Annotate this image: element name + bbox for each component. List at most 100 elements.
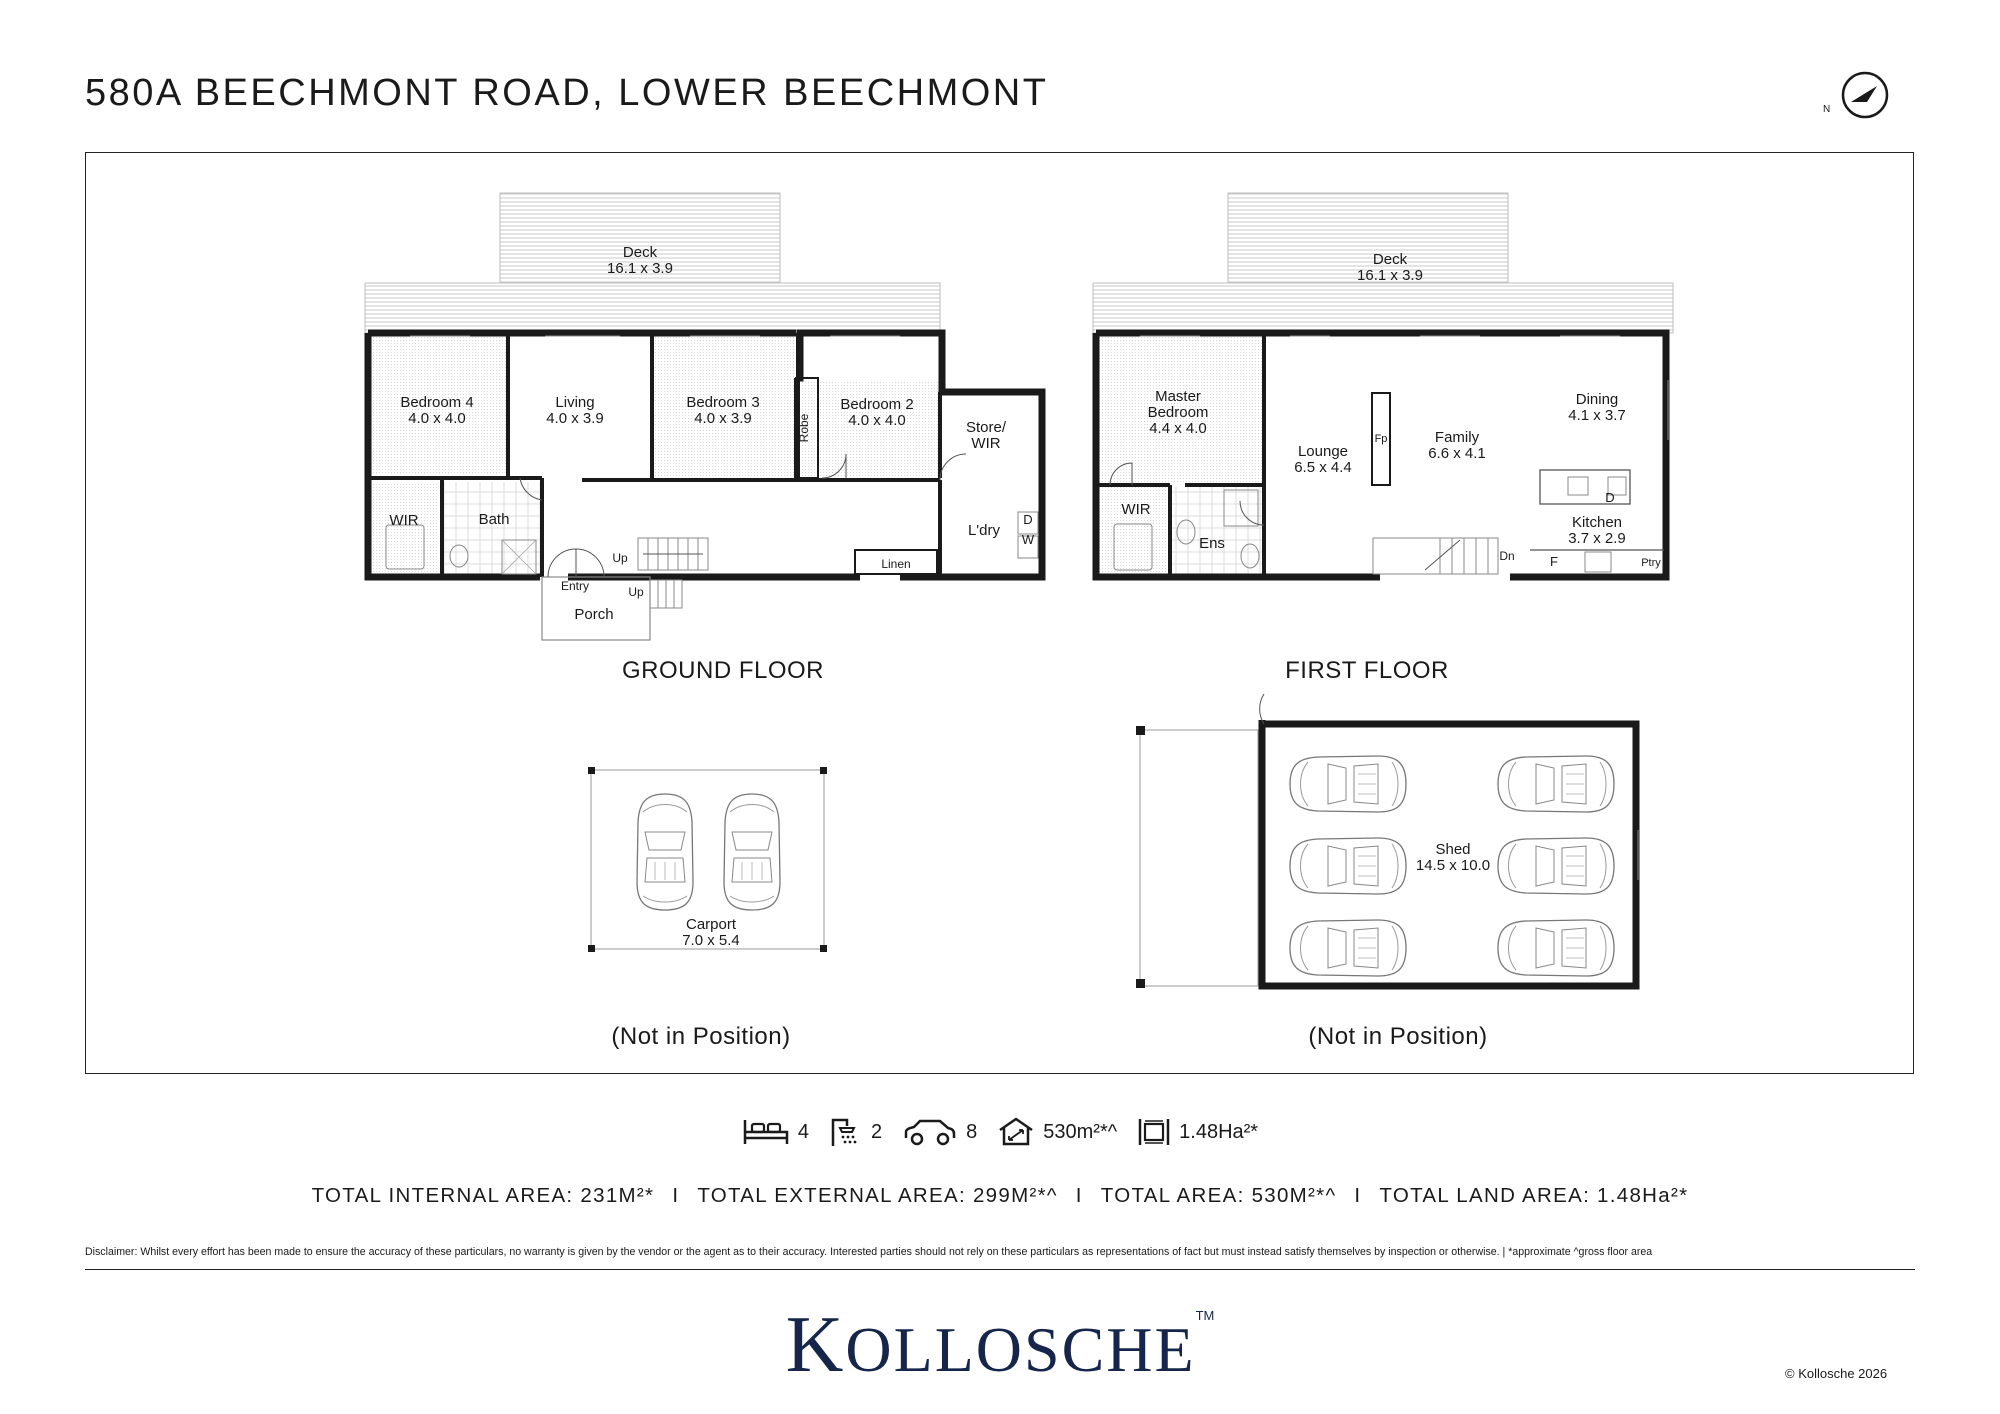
- gf-deck-name: Deck: [623, 244, 658, 261]
- carport-name: Carport: [686, 916, 737, 933]
- gf-stairs: [637, 537, 709, 571]
- ff-stairs: [1372, 537, 1499, 575]
- bed-icon: [743, 1120, 789, 1144]
- ff-fireplace: [1371, 392, 1391, 486]
- total-land-area: TOTAL LAND AREA: 1.48Ha²*: [1379, 1184, 1689, 1207]
- ff-dining-name: Dining: [1576, 391, 1619, 408]
- north-arrow-icon: N: [1823, 71, 1889, 119]
- shed-walls: [1258, 720, 1640, 990]
- stat-cars: 8: [902, 1116, 977, 1148]
- shed-car-4-icon: [1497, 755, 1615, 813]
- ff-master-floor: [1096, 336, 1262, 483]
- shed-car-6-icon: [1497, 919, 1615, 977]
- ground-floor-heading: GROUND FLOOR: [622, 657, 824, 684]
- totals-separator-3: I: [1354, 1184, 1362, 1207]
- gf-entry-door: [547, 548, 577, 578]
- carport-car-1-icon: [636, 793, 694, 911]
- ff-ens-floor: [1172, 487, 1266, 574]
- shed-car-5-icon: [1497, 837, 1615, 895]
- gf-bed3-name: Bedroom 3: [686, 394, 759, 411]
- land-area-icon: [1138, 1119, 1170, 1145]
- gf-robe: [795, 377, 819, 479]
- ff-interior-walls: [1096, 333, 1266, 577]
- ff-deck-dims: 16.1 x 3.9: [1357, 267, 1423, 284]
- gf-up-label-1: Up: [612, 551, 628, 565]
- ff-pantry-label: Ptry: [1641, 557, 1661, 569]
- carport-car-2-icon: [723, 793, 781, 911]
- gf-bed2-dims: 4.0 x 4.0: [848, 412, 906, 429]
- stat-bathrooms: 2: [829, 1116, 882, 1148]
- plan-frame: [85, 152, 1914, 1074]
- ff-fridge-label: F: [1550, 554, 1558, 569]
- footer-divider: [85, 1269, 1915, 1270]
- gf-wir-label: WIR: [389, 512, 418, 529]
- shed-car-3-icon: [1289, 919, 1407, 977]
- ff-fireplace-label: Fp: [1375, 433, 1388, 445]
- first-floor-heading: FIRST FLOOR: [1285, 657, 1449, 684]
- ff-dn-label: Dn: [1499, 549, 1514, 563]
- area-totals: TOTAL INTERNAL AREA: 231M²* I TOTAL EXTERN…: [0, 1184, 2000, 1208]
- floor-area-value: 530m²*^: [1043, 1120, 1118, 1143]
- logo-initial: K: [785, 1301, 846, 1389]
- shed-plan: [1136, 693, 1640, 990]
- ff-wir-floor: [1096, 487, 1168, 574]
- gf-entry-label: Entry: [561, 579, 589, 593]
- shower-icon: [831, 1118, 857, 1146]
- ff-dining-dims: 4.1 x 3.7: [1568, 407, 1626, 424]
- gf-bed4-floor: [368, 336, 506, 474]
- gf-ldry-label: L'dry: [968, 522, 1001, 539]
- gf-porch-label: Porch: [574, 606, 613, 623]
- gf-dryer-label: D: [1023, 512, 1032, 527]
- gf-up-label-2: Up: [628, 585, 644, 599]
- gf-bath-label: Bath: [479, 511, 510, 528]
- property-stats: 4 2 8 530m²*^ 1.48Ha²*: [0, 1112, 2000, 1152]
- gf-robe-label: Robe: [797, 413, 811, 442]
- gf-washer-label: W: [1022, 532, 1035, 547]
- first-floor-plan: [1092, 192, 1674, 581]
- copyright-text: © Kollosche 2026: [1785, 1366, 1888, 1381]
- gf-store-line2: WIR: [971, 435, 1000, 452]
- ff-master-line1: Master: [1155, 388, 1201, 405]
- gf-wir-floor: [368, 482, 438, 574]
- carport-dims: 7.0 x 5.4: [682, 932, 740, 949]
- north-label: N: [1823, 104, 1830, 115]
- carport-not-in-position: (Not in Position): [611, 1023, 790, 1050]
- gf-porch-steps: [649, 579, 683, 609]
- totals-separator-1: I: [672, 1184, 680, 1207]
- ff-lounge-name: Lounge: [1298, 443, 1348, 460]
- total-internal-area: TOTAL INTERNAL AREA: 231M²*: [311, 1184, 655, 1207]
- ff-lounge-dims: 6.5 x 4.4: [1294, 459, 1352, 476]
- carport-plan: [588, 767, 827, 952]
- page-title: 580A BEECHMONT ROAD, LOWER BEECHMONT: [85, 72, 1049, 114]
- gf-deck-lower: [364, 282, 941, 334]
- ff-kitchen-name: Kitchen: [1572, 514, 1622, 531]
- gf-linen: [854, 549, 938, 575]
- gf-bed3-dims: 4.0 x 3.9: [694, 410, 752, 427]
- ff-ens-label: Ens: [1199, 535, 1225, 552]
- car-icon: [904, 1119, 956, 1146]
- ff-deck-name: Deck: [1373, 251, 1408, 268]
- total-external-area: TOTAL EXTERNAL AREA: 299M²*^: [697, 1184, 1058, 1207]
- gf-bed2-name: Bedroom 2: [840, 396, 913, 413]
- land-area-value: 1.48Ha²*: [1179, 1120, 1259, 1143]
- logo-trademark: TM: [1195, 1308, 1215, 1323]
- house-area-icon: [999, 1117, 1033, 1146]
- stat-bedrooms: 4: [742, 1116, 809, 1148]
- ff-wir-label: WIR: [1121, 501, 1150, 518]
- shed-car-2-icon: [1289, 837, 1407, 895]
- ff-kitchen-dims: 3.7 x 2.9: [1568, 530, 1626, 547]
- bathrooms-count: 2: [871, 1120, 883, 1143]
- disclaimer-text: Disclaimer: Whilst every effort has been…: [85, 1246, 1653, 1258]
- shed-lean-to: [1139, 729, 1259, 987]
- gf-bed2-floor: [800, 380, 940, 478]
- ff-master-dims: 4.4 x 4.0: [1149, 420, 1207, 437]
- stat-land-area: 1.48Ha²*: [1137, 1116, 1258, 1148]
- logo-rest: OLLOSCHE: [845, 1314, 1196, 1385]
- gf-store-line1: Store/: [966, 419, 1007, 436]
- ff-deck-lower: [1092, 282, 1674, 334]
- cars-count: 8: [966, 1120, 978, 1143]
- gf-bed4-dims: 4.0 x 4.0: [408, 410, 466, 427]
- gf-living-dims: 4.0 x 3.9: [546, 410, 604, 427]
- ff-family-name: Family: [1435, 429, 1480, 446]
